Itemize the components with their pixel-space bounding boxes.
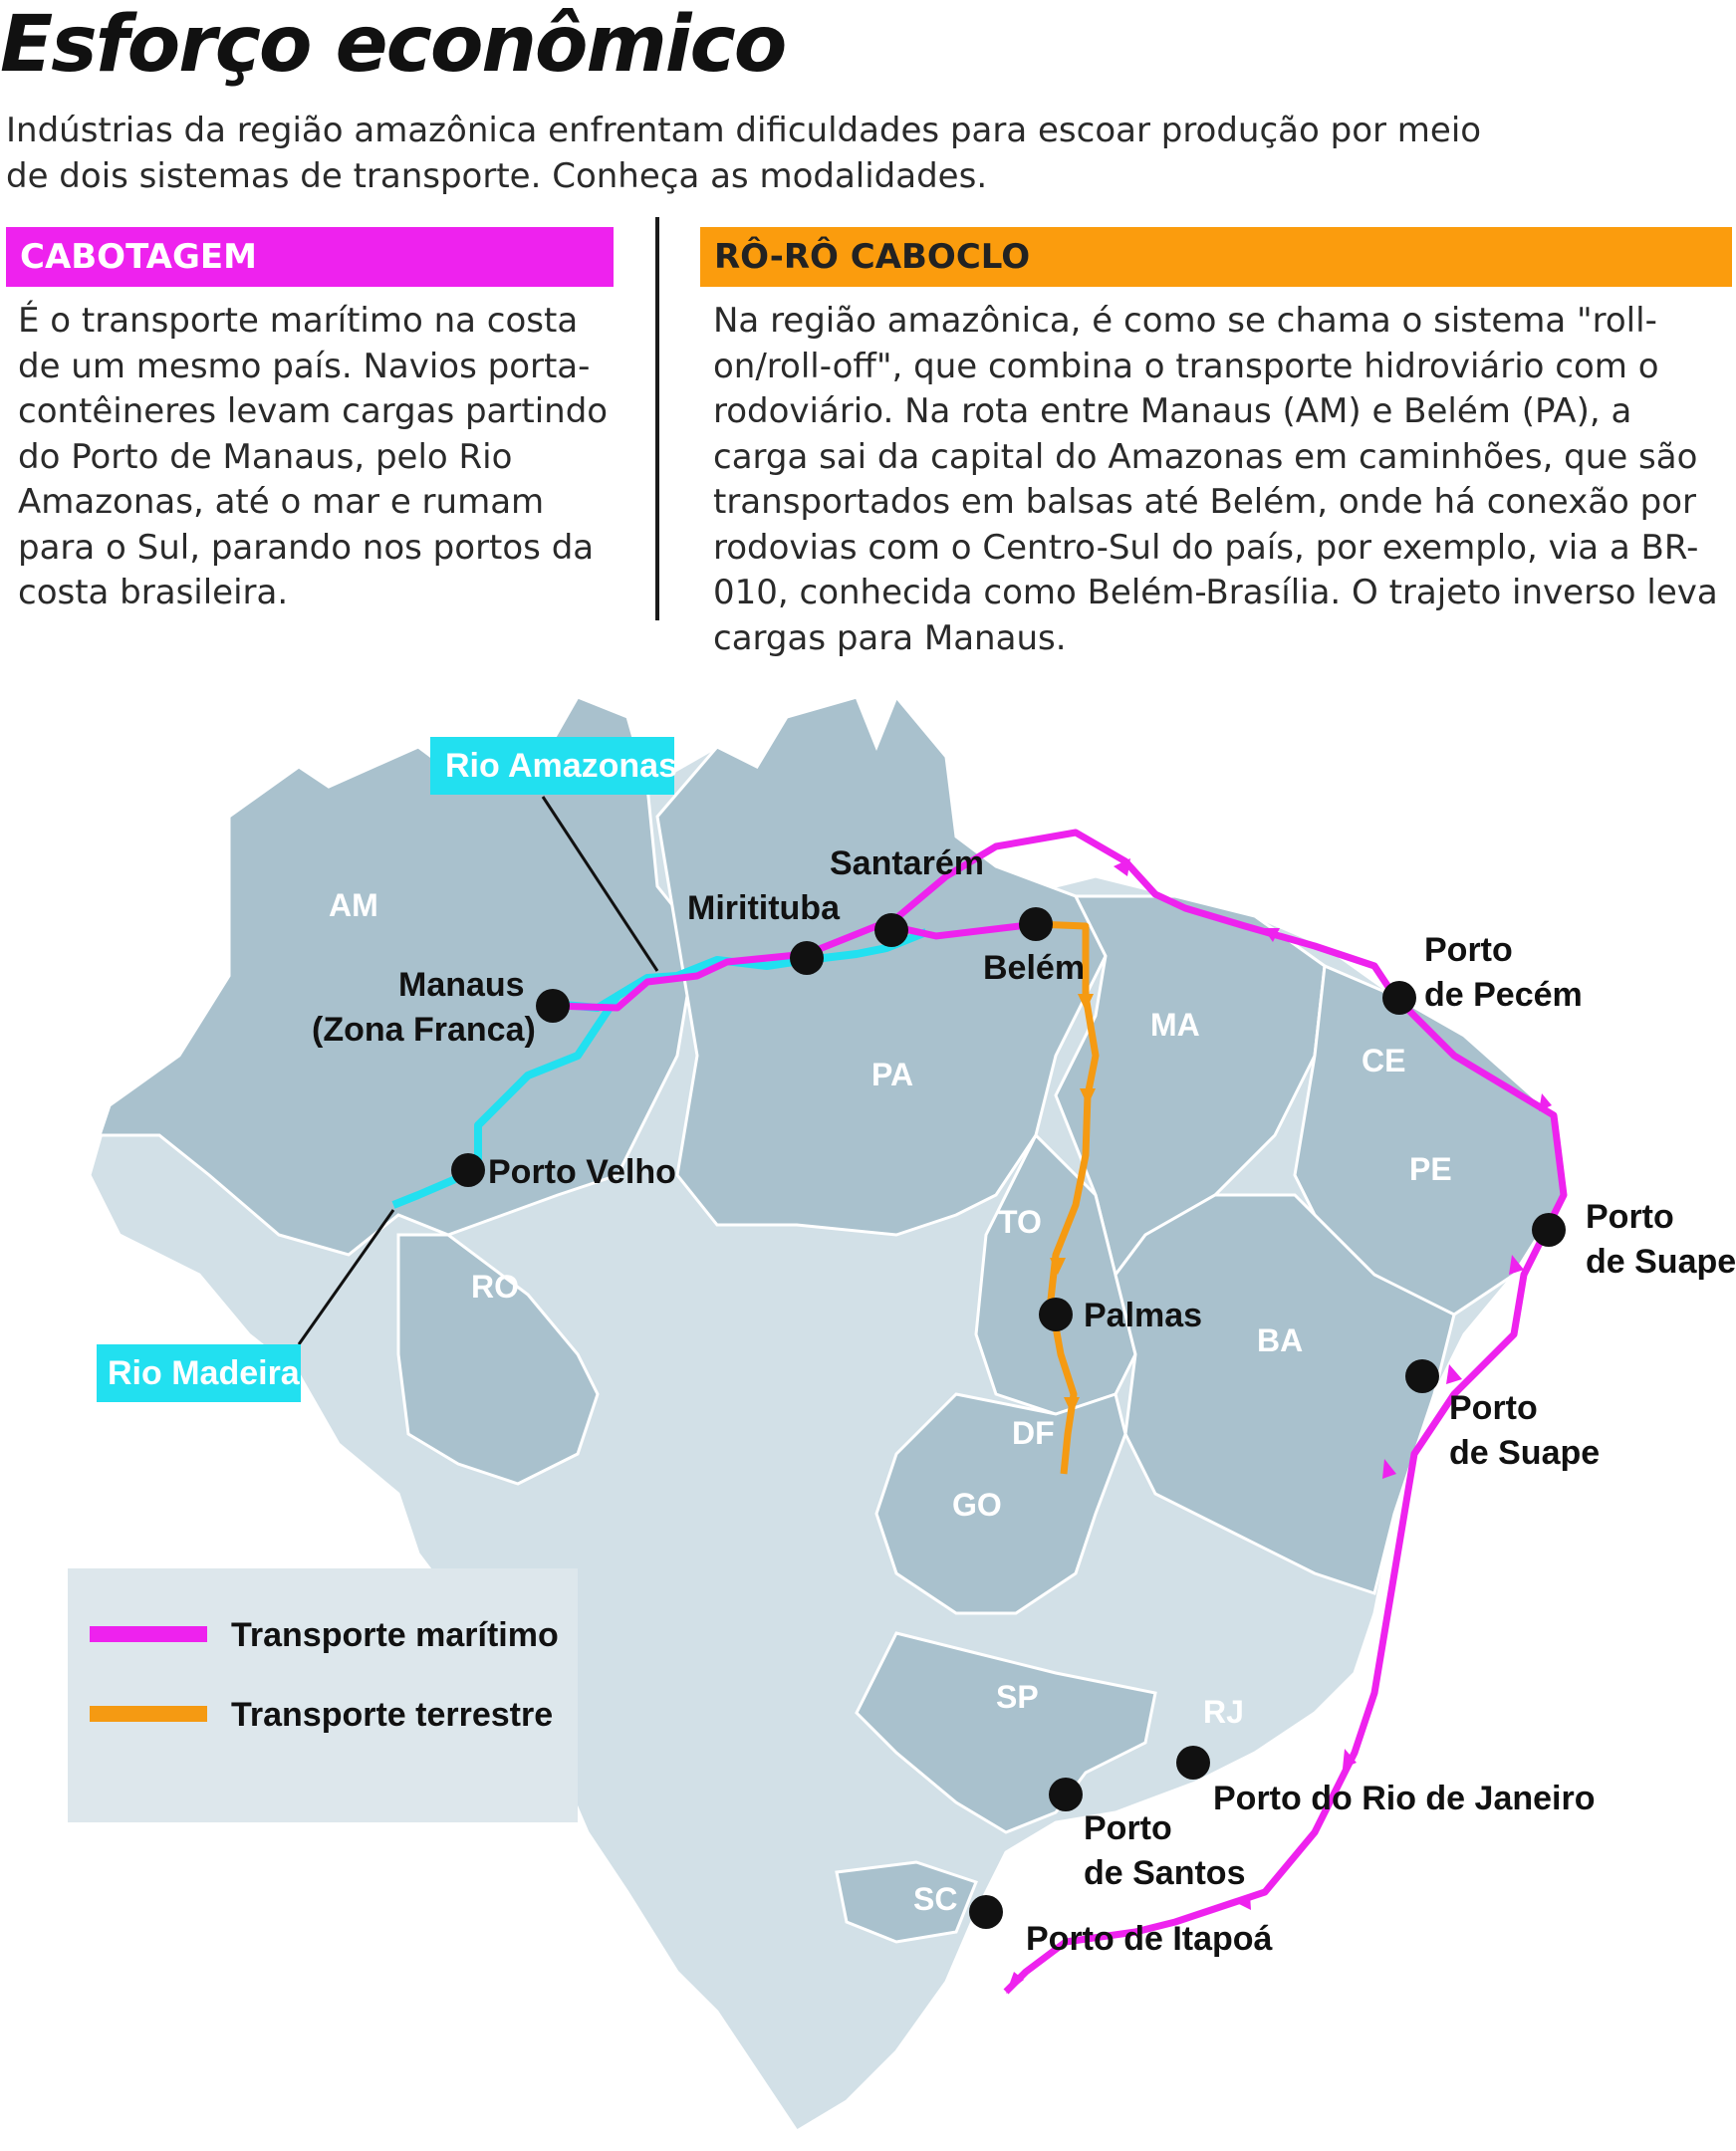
state-label-rj: RJ bbox=[1203, 1694, 1244, 1730]
cabotagem-heading: CABOTAGEM bbox=[6, 227, 614, 287]
label-belem: Belém bbox=[983, 949, 1085, 987]
label-itapoa: Porto de Itapoá bbox=[1026, 1920, 1273, 1958]
legend-land-label: Transporte terrestre bbox=[231, 1696, 553, 1734]
dot-pecem bbox=[1382, 981, 1416, 1015]
rio-madeira-line bbox=[391, 974, 650, 1209]
state-label-am: AM bbox=[329, 887, 378, 923]
roro-heading: RÔ-RÔ CABOCLO bbox=[700, 227, 1732, 287]
land-arrows bbox=[1050, 994, 1096, 1414]
dot-itapoa bbox=[969, 1895, 1003, 1929]
state-label-to: TO bbox=[998, 1204, 1042, 1240]
maritime-arrows bbox=[1006, 858, 1552, 1994]
rio-amazonas-pointer bbox=[541, 796, 659, 972]
label-santos-1: Porto bbox=[1084, 1809, 1172, 1847]
state-label-ce: CE bbox=[1362, 1043, 1405, 1078]
label-santarem: Santarém bbox=[830, 844, 984, 882]
dot-santos bbox=[1049, 1778, 1083, 1811]
label-porto-velho: Porto Velho bbox=[488, 1153, 676, 1191]
label-santos-2: de Santos bbox=[1084, 1854, 1245, 1892]
dot-santarem bbox=[874, 913, 908, 947]
state-ro bbox=[396, 1233, 600, 1486]
label-manaus-2: (Zona Franca) bbox=[312, 1011, 536, 1049]
roro-text: Na região amazônica, é como se chama o s… bbox=[713, 301, 1718, 658]
brazil-map: AM PA MA CE PE RO TO BA DF GO SP RJ SC R… bbox=[68, 694, 1736, 2134]
dot-palmas bbox=[1039, 1298, 1073, 1331]
label-pecem-1: Porto bbox=[1424, 931, 1513, 969]
state-label-pe: PE bbox=[1409, 1151, 1452, 1187]
dot-porto-velho bbox=[451, 1153, 485, 1187]
maritime-route bbox=[552, 829, 1568, 1995]
dot-manaus bbox=[536, 989, 570, 1023]
dot-miritituba bbox=[790, 941, 824, 975]
label-palmas: Palmas bbox=[1084, 1297, 1202, 1334]
state-label-sc: SC bbox=[913, 1881, 957, 1917]
state-ba bbox=[1114, 1193, 1456, 1595]
label-suape-a-1: Porto bbox=[1586, 1198, 1674, 1236]
label-miritituba: Miritituba bbox=[687, 889, 841, 927]
state-ne bbox=[1293, 963, 1566, 1316]
rio-madeira-label: Rio Madeira bbox=[108, 1354, 301, 1392]
label-suape-a-2: de Suape bbox=[1586, 1243, 1736, 1281]
state-sc bbox=[835, 1860, 978, 1944]
legend-maritime-swatch bbox=[90, 1626, 207, 1642]
dot-suape-b bbox=[1405, 1359, 1439, 1393]
label-rio: Porto do Rio de Janeiro bbox=[1213, 1780, 1595, 1817]
cabotagem-text: É o transporte marítimo na costa de um m… bbox=[18, 301, 609, 612]
subtitle: Indústrias da região amazônica enfrentam… bbox=[6, 111, 1482, 196]
label-pecem-2: de Pecém bbox=[1424, 976, 1583, 1014]
column-divider bbox=[655, 217, 659, 620]
state-label-go: GO bbox=[952, 1487, 1002, 1523]
label-suape-b-2: de Suape bbox=[1449, 1434, 1600, 1472]
state-label-ro: RO bbox=[471, 1269, 519, 1305]
rio-madeira-tag bbox=[97, 1344, 301, 1402]
rio-amazonas-label: Rio Amazonas bbox=[445, 747, 677, 785]
city-dots bbox=[451, 907, 1566, 1929]
state-label-ba: BA bbox=[1257, 1322, 1303, 1358]
page-title: Esforço econômico bbox=[0, 0, 787, 90]
label-suape-b-1: Porto bbox=[1449, 1389, 1538, 1427]
dot-suape-a bbox=[1532, 1213, 1566, 1247]
dot-belem bbox=[1019, 907, 1053, 941]
state-label-pa: PA bbox=[871, 1057, 913, 1092]
state-label-df: DF bbox=[1012, 1415, 1055, 1451]
state-label-sp: SP bbox=[996, 1679, 1039, 1715]
legend-land-swatch bbox=[90, 1706, 207, 1722]
state-label-ma: MA bbox=[1150, 1007, 1200, 1043]
dot-rio bbox=[1176, 1746, 1210, 1780]
legend-box bbox=[68, 1568, 578, 1822]
legend-maritime-label: Transporte marítimo bbox=[231, 1616, 559, 1654]
label-manaus-1: Manaus bbox=[398, 966, 525, 1004]
rio-amazonas-tag bbox=[430, 737, 674, 795]
rio-madeira-pointer bbox=[297, 1209, 395, 1345]
